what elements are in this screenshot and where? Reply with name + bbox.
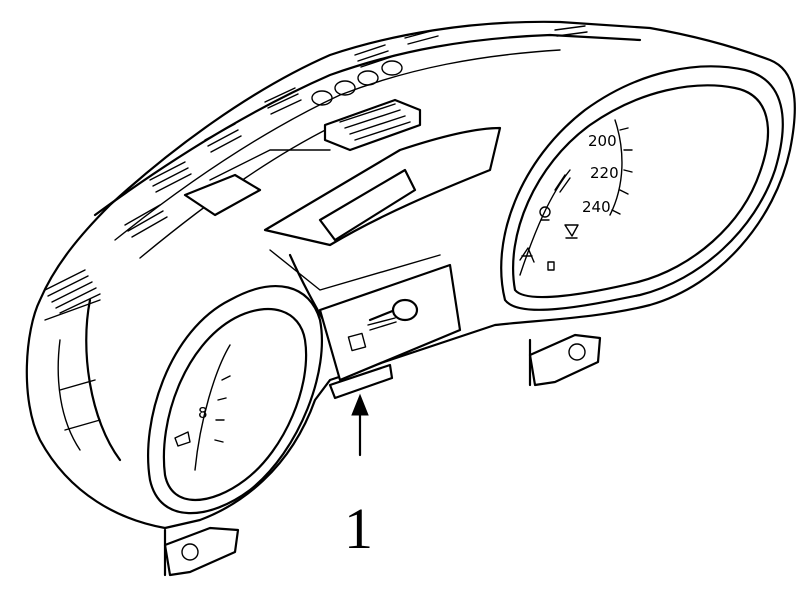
speedometer-gauge: 200 220 240 (500, 65, 784, 311)
mounting-bracket-left (163, 526, 240, 577)
lamp-icon (547, 261, 555, 271)
speedometer-tick-label: 240 (582, 198, 611, 216)
airbag-icon (539, 206, 551, 221)
mounting-bracket-right (528, 333, 602, 387)
connector-block (183, 60, 422, 217)
callout-arrow (351, 393, 369, 457)
tachometer-tick-label: 8 (198, 404, 208, 422)
speedometer-tick-label: 200 (588, 132, 617, 150)
cluster-housing (25, 20, 796, 530)
seatbelt-icon (519, 247, 535, 263)
speedometer-tick-label: 220 (590, 164, 619, 182)
center-controls (318, 263, 462, 400)
tachometer-gauge: 8 (147, 285, 324, 515)
engine-icon (174, 431, 191, 447)
callout-number: 1 (344, 496, 373, 561)
warning-icon (564, 224, 579, 239)
vent-slots (44, 25, 588, 314)
